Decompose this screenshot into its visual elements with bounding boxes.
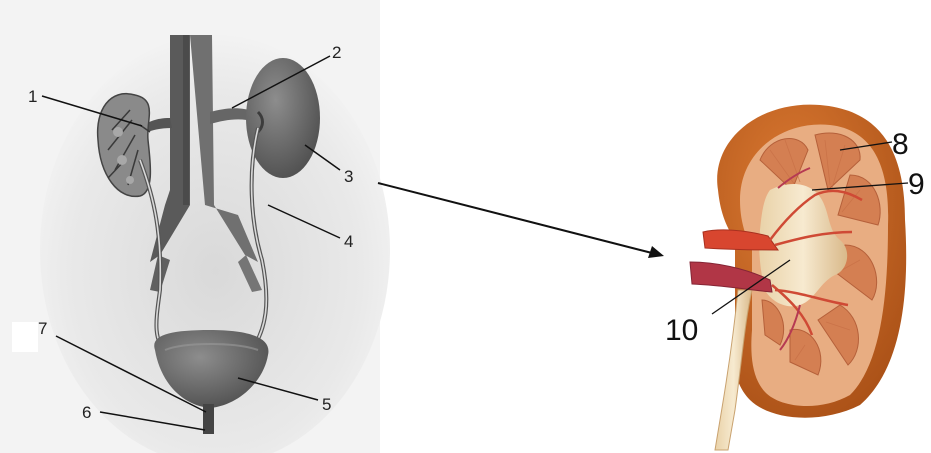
urinary-bladder: [154, 330, 269, 408]
pointer-arrow: [377, 182, 664, 258]
kidney-cross-section: 8 9 10: [665, 104, 925, 451]
right-leader-lines: [711, 141, 909, 315]
segmental-arteries: [769, 189, 863, 336]
blank-answer-box: [12, 322, 38, 352]
label-8: 8: [892, 128, 909, 161]
label-1: 1: [28, 87, 37, 106]
label-7: 7: [38, 319, 47, 338]
inferior-vena-cava: [190, 35, 258, 262]
label-9: 9: [908, 168, 925, 201]
left-kidney-section: [96, 93, 152, 198]
label-10: 10: [665, 314, 698, 347]
left-leader-lines: [41, 55, 341, 431]
aorta: [150, 35, 190, 262]
renal-pelvis: [759, 184, 848, 307]
right-kidney: [246, 58, 320, 178]
label-2: 2: [332, 43, 341, 62]
urinary-tract-illustration: 1 2 3 4 5 6 7: [0, 0, 390, 453]
right-renal-vessels: [210, 108, 255, 124]
label-4: 4: [344, 232, 353, 251]
label-3: 3: [344, 167, 353, 186]
renal-artery: [702, 229, 779, 251]
urethra: [203, 404, 214, 434]
renal-vein: [689, 261, 773, 293]
ureter: [714, 289, 753, 451]
label-6: 6: [82, 403, 91, 422]
label-5: 5: [322, 395, 331, 414]
